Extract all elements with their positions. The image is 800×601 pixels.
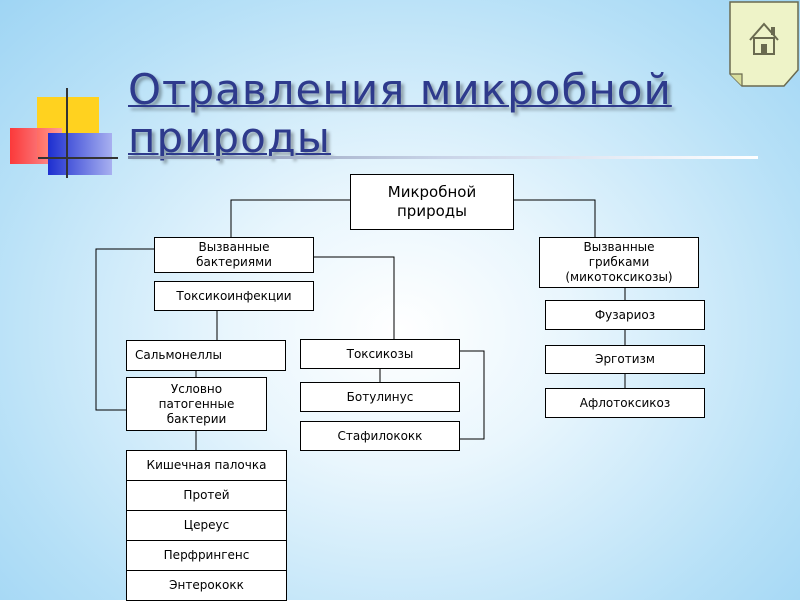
toxicoinfections-node: Токсикоинфекции bbox=[154, 281, 314, 311]
bacteria-node: Вызванные бактериями bbox=[154, 237, 314, 273]
aflatoxicosis-node: Афлотоксикоз bbox=[545, 388, 705, 418]
fusariosis-node: Фузариоз bbox=[545, 300, 705, 330]
root-node: Микробной природы bbox=[350, 174, 514, 230]
list-item: Перфрингенс bbox=[126, 540, 287, 571]
home-icon bbox=[729, 1, 799, 87]
slide-title: Отравления микробной природы bbox=[128, 65, 672, 162]
staph-node: Стафилококк bbox=[300, 421, 460, 451]
decorative-squares bbox=[0, 0, 120, 200]
salmonella-node: Сальмонеллы bbox=[126, 340, 286, 371]
title-underline-rule bbox=[128, 156, 758, 159]
home-button[interactable] bbox=[728, 0, 800, 88]
conditional-pathogens-node: Условно патогенные бактерии bbox=[126, 377, 267, 431]
list-item: Цереус bbox=[126, 510, 287, 541]
list-item: Кишечная палочка bbox=[126, 450, 287, 481]
list-item: Протей bbox=[126, 480, 287, 511]
list-item: Энтерококк bbox=[126, 570, 287, 601]
toxicoses-node: Токсикозы bbox=[300, 339, 460, 369]
botulinus-node: Ботулинус bbox=[300, 382, 460, 412]
ergotism-node: Эрготизм bbox=[545, 345, 705, 374]
fungi-node: Вызванные грибками (микотоксикозы) bbox=[539, 237, 699, 288]
